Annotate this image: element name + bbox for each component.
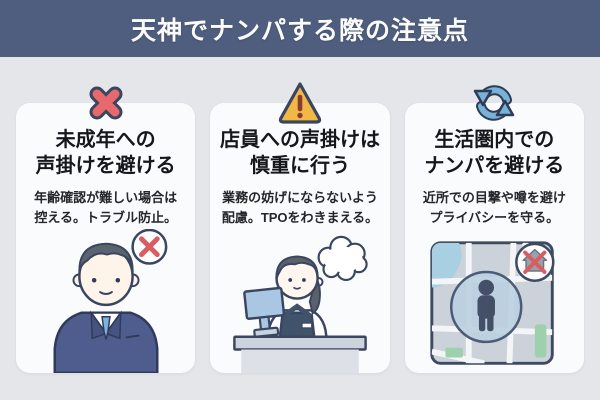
businessman-illustration	[37, 229, 175, 373]
store-clerk-illustration	[225, 229, 375, 373]
map-illustration	[424, 229, 564, 373]
eye-right	[115, 277, 120, 283]
card-body: 業務の妨げにならないよう 配慮。TPOをわきまえる。	[221, 190, 379, 225]
lapel-left	[90, 310, 107, 340]
hair	[78, 242, 134, 274]
lapel-right	[104, 310, 122, 340]
header: 天神でナンパする際の注意点	[0, 0, 600, 57]
map-park-left	[445, 347, 464, 358]
prohibition-x-icon	[138, 236, 160, 258]
eye-left	[91, 277, 97, 283]
card-body: 近所での目撃や噂を避け プライバシーを守る。	[422, 190, 566, 225]
card-avoid-minors: 未成年への 声掛けを避ける 年齢確認が難しい場合は 控える。トラブル防止。	[16, 86, 196, 373]
mouth	[293, 286, 301, 290]
name-tag	[301, 322, 313, 329]
counter-top	[233, 335, 367, 351]
counter-front	[241, 349, 359, 373]
mouth	[98, 291, 113, 296]
map-park-right	[535, 324, 547, 358]
page-title: 天神でナンパする際の注意点	[130, 16, 469, 45]
warning-icon	[278, 82, 322, 124]
no-home-badge	[515, 242, 555, 282]
eye-right	[302, 278, 306, 282]
map-water	[432, 242, 462, 288]
x-mark-icon	[89, 86, 123, 120]
card-title: 生活圏内での ナンパを避ける	[424, 129, 565, 177]
refresh-cycle-icon	[474, 85, 515, 121]
suit	[53, 311, 159, 373]
pocket-line	[125, 334, 140, 339]
card-clerks-caution: 店員への声掛けは 慎重に行う 業務の妨げにならないよう 配慮。TPOをわきまえる…	[210, 82, 390, 373]
cards-row: 未成年への 声掛けを避ける 年齢確認が難しい場合は 控える。トラブル防止。	[0, 82, 600, 373]
person-icon	[477, 279, 496, 332]
card-title: 店員への声掛けは 慎重に行う	[219, 129, 380, 177]
store-clerk-at-counter-with-thought-bubble	[233, 235, 368, 373]
card-avoid-home-area: 生活圏内での ナンパを避ける 近所での目撃や噂を避け プライバシーを守る。	[404, 85, 584, 373]
tie	[100, 315, 111, 340]
map-with-person-and-no-home-badge	[430, 241, 555, 365]
card-title: 未成年への 声掛けを避ける	[35, 129, 176, 177]
register-monitor	[243, 286, 286, 338]
thought-bubble	[308, 235, 368, 293]
hair	[275, 255, 319, 280]
card-body: 年齢確認が難しい場合は 控える。トラブル防止。	[34, 190, 178, 225]
apron-straps	[281, 303, 313, 319]
no-x-icon	[523, 250, 547, 274]
eye-left	[288, 278, 293, 282]
businessman-with-prohibition-sign	[53, 229, 168, 373]
